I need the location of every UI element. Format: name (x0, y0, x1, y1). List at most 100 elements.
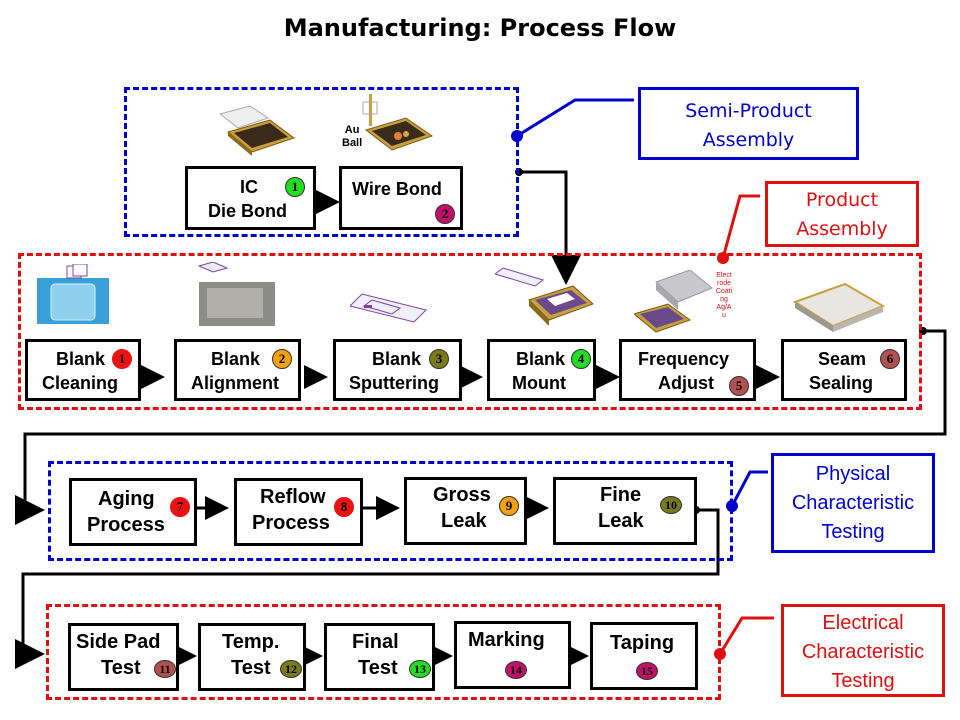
step-label-line2: Leak (441, 510, 487, 532)
step-number-badge: 1 (112, 349, 132, 369)
annotation-line: Elect (716, 272, 732, 279)
step-label-line1: Blank (211, 349, 261, 369)
step-label-line2: Process (87, 514, 165, 536)
connector-semi-to-mount (519, 170, 581, 285)
annotation-line: rode (716, 280, 731, 287)
step-label-line2: Cleaning (42, 373, 119, 393)
step-label-line2: Test (231, 657, 271, 679)
step-number-badge: 6 (880, 349, 900, 369)
step-label-line1: Final (352, 631, 399, 653)
step-aging-process: Aging Process 7 (69, 478, 197, 546)
step-marking: Marking 14 (454, 621, 571, 689)
step-number-badge: 3 (429, 349, 449, 369)
step-blank-cleaning: Blank Cleaning 1 (25, 339, 141, 401)
step-number-badge: 1 (285, 177, 305, 197)
step-seam-sealing: Seam Sealing 6 (781, 339, 907, 401)
connector-physical-to-electrical (15, 508, 720, 669)
step-label-line2: Mount (512, 373, 566, 393)
step-gross-leak: Gross Leak 9 (404, 477, 527, 545)
step-number-badge: 7 (170, 497, 190, 517)
step-side-pad-test: Side Pad Test 11 (68, 623, 179, 691)
step-number-badge: 15 (636, 662, 658, 680)
annotation-line: ng (720, 296, 728, 303)
step-number-badge: 2 (272, 349, 292, 369)
callout-line: Characteristic (791, 492, 915, 514)
callout-line: Testing (821, 521, 885, 543)
step-label-line2: Die Bond (208, 201, 287, 221)
step-number-badge: 13 (409, 660, 431, 678)
step-label-line2: Test (358, 657, 398, 679)
wire-bond-package-image (362, 94, 434, 151)
step-number-badge: 14 (505, 661, 527, 679)
step-label-line2: Test (101, 657, 141, 679)
step-label-line1: Reflow (260, 486, 326, 508)
step-number-badge: 8 (334, 497, 354, 517)
step-label-line1: Blank (516, 349, 566, 369)
step-label-line2: Process (252, 512, 330, 534)
electrode-coating-annotation: Elect rode Coati ng Ag/A u (712, 272, 736, 320)
leader-electrical (718, 616, 774, 655)
step-reflow-process: Reflow Process 8 (234, 478, 363, 546)
step-number-badge: 11 (154, 660, 176, 678)
step-number-badge: 9 (499, 496, 519, 516)
group-product-assembly (18, 253, 922, 410)
step-number-badge: 12 (280, 660, 302, 678)
group-semi-product-assembly (124, 87, 519, 237)
step-blank-alignment: Blank Alignment 2 (174, 339, 301, 401)
blank-mount-package-image (495, 267, 594, 326)
step-number-badge: 10 (660, 496, 682, 514)
au-ball-line: Ball (342, 137, 363, 149)
step-label-line1: Aging (98, 488, 155, 510)
step-frequency-adjust: Frequency Adjust 5 (619, 339, 756, 401)
step-fine-leak: Fine Leak 10 (553, 477, 697, 545)
sputtering-blank-image (350, 293, 427, 323)
callout-line: Semi-Product (685, 100, 812, 122)
step-ic-die-bond: IC Die Bond 1 (185, 166, 316, 230)
step-label-line2: Adjust (658, 373, 714, 393)
step-label-line1: Temp. (222, 631, 280, 653)
leader-product (721, 194, 760, 259)
step-label-line1: Taping (610, 632, 675, 654)
callout-line: Testing (831, 670, 895, 692)
callout-line: Characteristic (801, 641, 925, 663)
step-label-line2: Leak (598, 510, 644, 532)
step-label-line1: Frequency (638, 349, 730, 369)
step-label-line1: Blank (56, 349, 106, 369)
annotation-line: Ag/A (716, 304, 732, 311)
step-label-line2: Sputtering (349, 373, 439, 393)
callout-line: Physical (815, 463, 891, 485)
alignment-fixture-image (197, 262, 275, 326)
step-label-line1: Fine (600, 484, 642, 506)
ic-die-bond-package-image (218, 106, 296, 156)
frequency-adjust-image (634, 270, 713, 333)
callout-semi-product-assembly: Semi-Product Assembly (638, 87, 859, 160)
step-temp-test: Temp. Test 12 (198, 623, 306, 691)
callout-product-assembly: Product Assembly (765, 181, 919, 247)
step-number-badge: 4 (571, 349, 591, 369)
callout-line: Assembly (796, 218, 888, 240)
step-label-line1: Wire Bond (352, 179, 442, 199)
step-label-line1: Seam (818, 349, 867, 369)
seam-sealed-package-image (793, 282, 885, 332)
leader-physical (730, 470, 768, 507)
step-label-line1: Blank (372, 349, 422, 369)
group-physical-testing (48, 461, 733, 561)
step-number-badge: 2 (435, 204, 455, 224)
step-taping: Taping 15 (590, 622, 698, 690)
leader-semi-product (516, 98, 634, 138)
group-electrical-testing (46, 604, 721, 700)
callout-line: Electrical (822, 612, 904, 634)
au-ball-line: Au (344, 124, 360, 136)
page-title: Manufacturing: Process Flow (283, 14, 677, 42)
connector-product-to-physical (15, 329, 947, 525)
annotation-line: u (722, 312, 726, 319)
step-label-line1: Side Pad (76, 631, 161, 653)
step-number-badge: 5 (729, 376, 749, 396)
annotation-line: Coati (715, 288, 733, 295)
step-label-line1: IC (240, 177, 258, 197)
step-final-test: Final Test 13 (324, 623, 435, 691)
cleaning-beaker-image (37, 264, 109, 324)
callout-physical-testing: Physical Characteristic Testing (771, 453, 935, 553)
step-label-line2: Alignment (191, 373, 279, 393)
